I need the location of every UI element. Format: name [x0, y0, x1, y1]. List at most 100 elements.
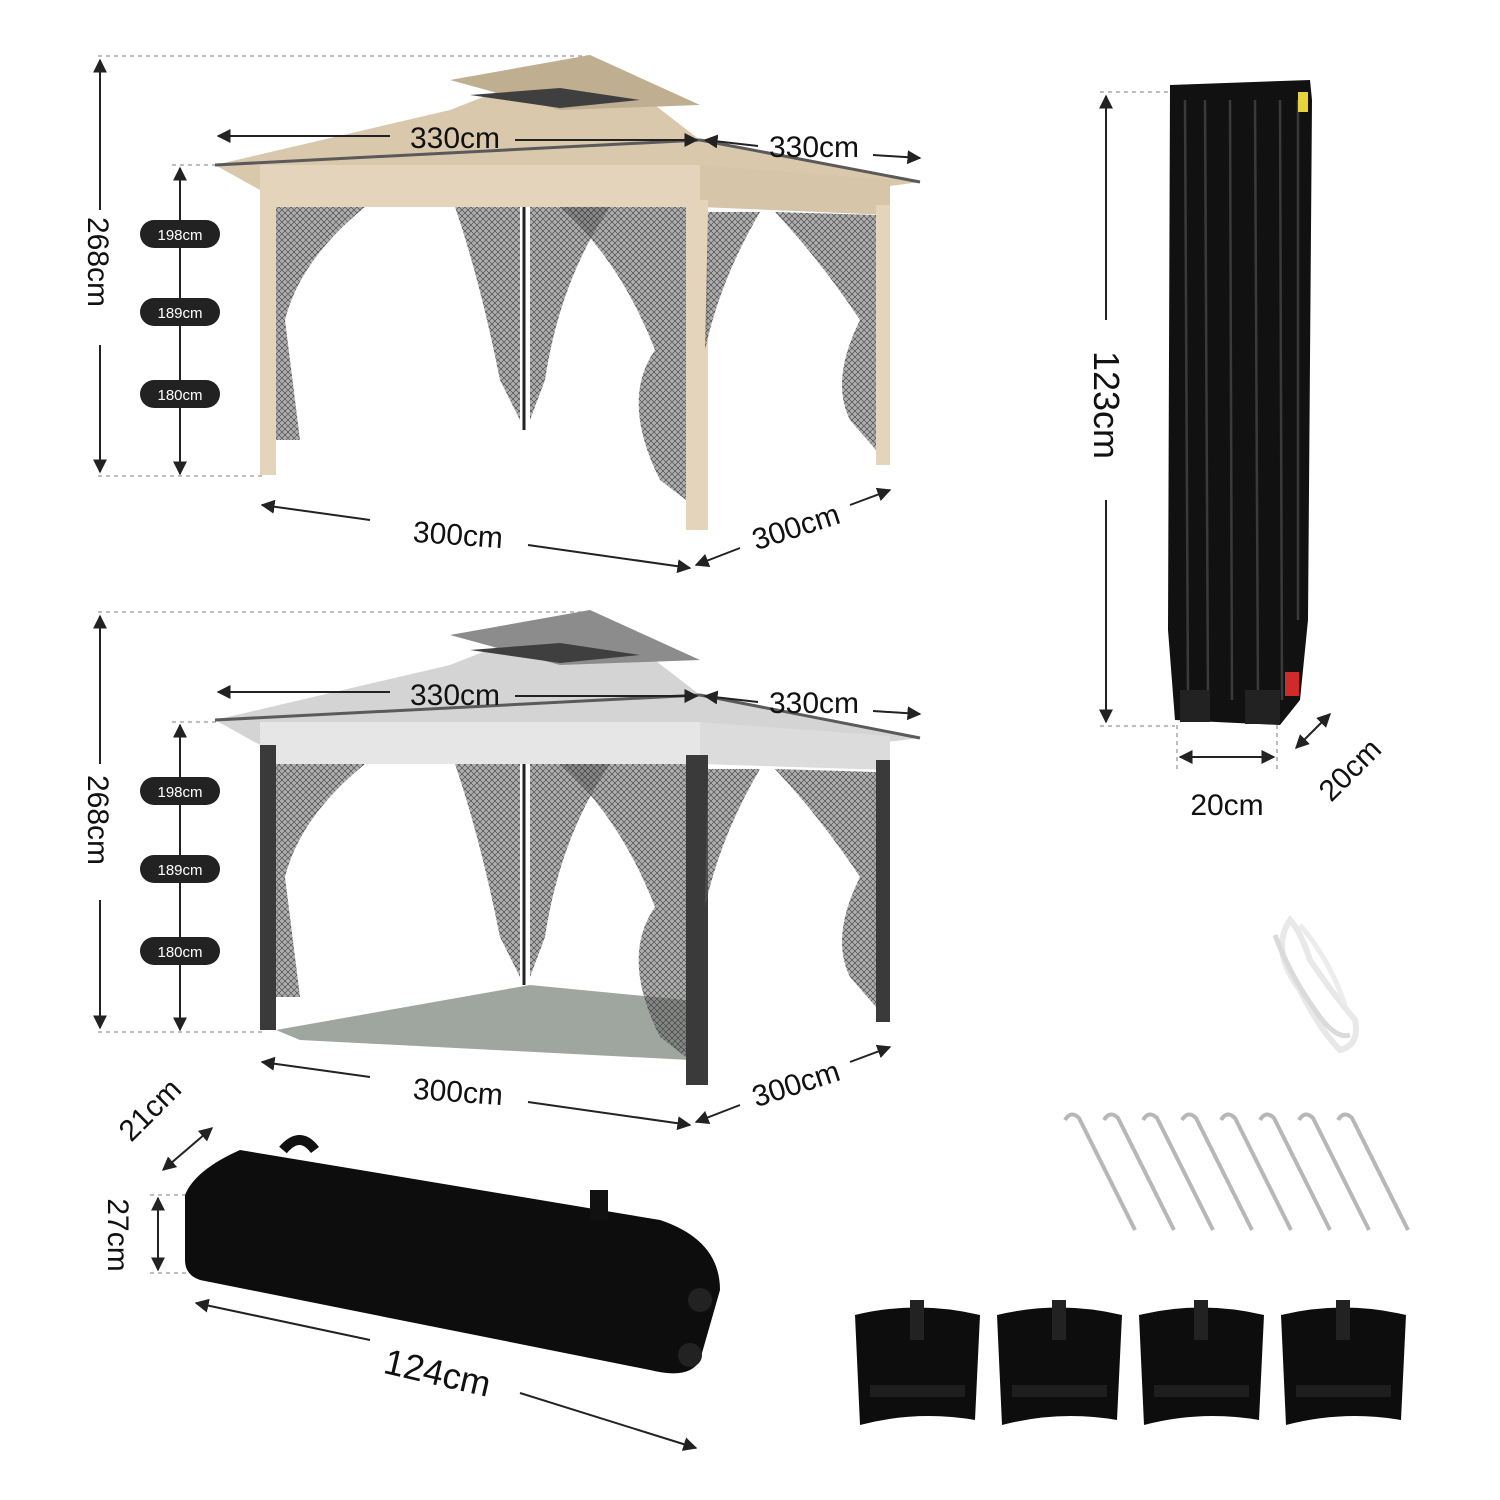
bag-wheel — [678, 1343, 702, 1367]
leg — [260, 190, 276, 475]
top-depth-arrow — [872, 706, 922, 721]
frame-foot — [1245, 690, 1280, 724]
sandbag-icon — [1139, 1300, 1264, 1425]
canopy-edge — [699, 693, 921, 740]
bag-body — [185, 1150, 720, 1374]
frame-button — [1285, 672, 1299, 696]
leg — [686, 755, 708, 1085]
mesh-curtain — [455, 764, 520, 977]
height-pill: 189cm — [140, 855, 220, 883]
svg-text:198cm: 198cm — [157, 784, 202, 801]
canopy-edge — [699, 138, 921, 184]
svg-text:180cm: 180cm — [157, 944, 202, 961]
mesh-curtain — [530, 207, 610, 420]
bag-wheel — [688, 1288, 712, 1312]
base-width-arrow — [527, 544, 692, 574]
sandbags — [855, 1300, 1406, 1425]
stake-icon — [1063, 1112, 1137, 1231]
mesh-curtain — [775, 212, 876, 450]
stake-icon — [1219, 1112, 1293, 1231]
leg — [260, 745, 276, 1030]
frame-depth-label: 20cm — [1313, 733, 1388, 808]
top-depth-arrow — [703, 134, 759, 149]
frame-body — [1168, 80, 1312, 725]
leg — [686, 200, 708, 530]
bag-length-label: 124cm — [380, 1340, 495, 1404]
bag-length-arrow — [194, 1298, 371, 1341]
canopy-edge — [214, 693, 701, 722]
top-depth-label: 330cm — [769, 131, 859, 164]
bag-strap — [590, 1190, 608, 1220]
mesh-curtain — [560, 207, 686, 500]
height-pill: 198cm — [140, 220, 220, 248]
valance-front — [260, 722, 700, 764]
ground-stakes — [1063, 1112, 1410, 1231]
svg-text:189cm: 189cm — [157, 305, 202, 322]
vent — [470, 643, 640, 663]
leg — [876, 205, 890, 465]
base-depth-arrow — [849, 487, 892, 506]
mesh-curtain — [705, 769, 760, 907]
base-depth-arrow — [849, 1044, 892, 1063]
mesh-curtain — [560, 764, 686, 1057]
mesh-curtain — [705, 212, 760, 350]
base-depth-label: 300cm — [748, 1055, 844, 1114]
stake-icon — [1141, 1112, 1215, 1231]
bag-depth-label: 21cm — [113, 1073, 188, 1148]
base-depth-arrow — [694, 547, 741, 567]
floor — [276, 985, 690, 1060]
vent — [470, 88, 640, 108]
frame-width-label: 20cm — [1190, 789, 1263, 822]
base-width-arrow — [260, 1056, 371, 1078]
base-width-label: 300cm — [412, 1073, 504, 1112]
sandbag-icon — [997, 1300, 1122, 1425]
base-depth-arrow — [694, 1104, 741, 1124]
height-pill: 198cm — [140, 777, 220, 805]
top-width-label: 330cm — [410, 122, 500, 155]
height-pill: 180cm — [140, 937, 220, 965]
frame-foot — [1180, 690, 1210, 722]
base-width-arrow — [527, 1101, 692, 1131]
valance-side — [700, 722, 890, 770]
frame-depth-arrow — [1295, 713, 1331, 749]
frame-poles — [1183, 99, 1300, 701]
svg-text:189cm: 189cm — [157, 862, 202, 879]
valance-front — [260, 165, 700, 207]
stake-icon — [1336, 1112, 1410, 1231]
top-depth-arrow — [872, 150, 922, 165]
gazebo-beige: 268cm 330cm 330cm 300cm — [81, 55, 922, 574]
bag-length-arrow — [519, 1392, 698, 1451]
sandbag-icon — [1281, 1300, 1406, 1425]
mesh-curtain — [455, 207, 520, 420]
bag-height-label: 27cm — [101, 1198, 134, 1271]
mesh-curtain — [276, 207, 365, 440]
bag-handle — [279, 1135, 319, 1154]
folded-frame: 123cm 20cm 20cm — [1086, 80, 1388, 822]
frame-height-label: 123cm — [1086, 351, 1127, 459]
svg-text:180cm: 180cm — [157, 387, 202, 404]
height-pill: 189cm — [140, 298, 220, 326]
base-depth-label: 300cm — [748, 498, 844, 557]
mesh-curtain — [530, 764, 610, 977]
base-width-label: 300cm — [412, 516, 504, 555]
base-width-arrow — [260, 499, 371, 521]
top-depth-arrow — [703, 690, 759, 705]
sandbag-icon — [855, 1300, 980, 1425]
canopy-edge — [214, 138, 701, 167]
height-pill: 180cm — [140, 380, 220, 408]
svg-text:198cm: 198cm — [157, 227, 202, 244]
stake-icon — [1180, 1112, 1254, 1231]
height-label: 268cm — [81, 217, 114, 307]
carry-bag: 21cm 27cm 124cm — [101, 1073, 720, 1451]
leg — [876, 760, 890, 1022]
mesh-curtain — [775, 769, 876, 1007]
top-width-label: 330cm — [410, 679, 500, 712]
mesh-curtain — [276, 764, 365, 997]
rope-icon — [1272, 915, 1359, 1054]
gazebo-grey: 268cm 330cm 330cm 300cm — [81, 610, 922, 1131]
stake-icon — [1297, 1112, 1371, 1231]
stake-icon — [1102, 1112, 1176, 1231]
frame-tag — [1298, 92, 1308, 112]
bag-depth-arrow — [161, 1127, 214, 1171]
